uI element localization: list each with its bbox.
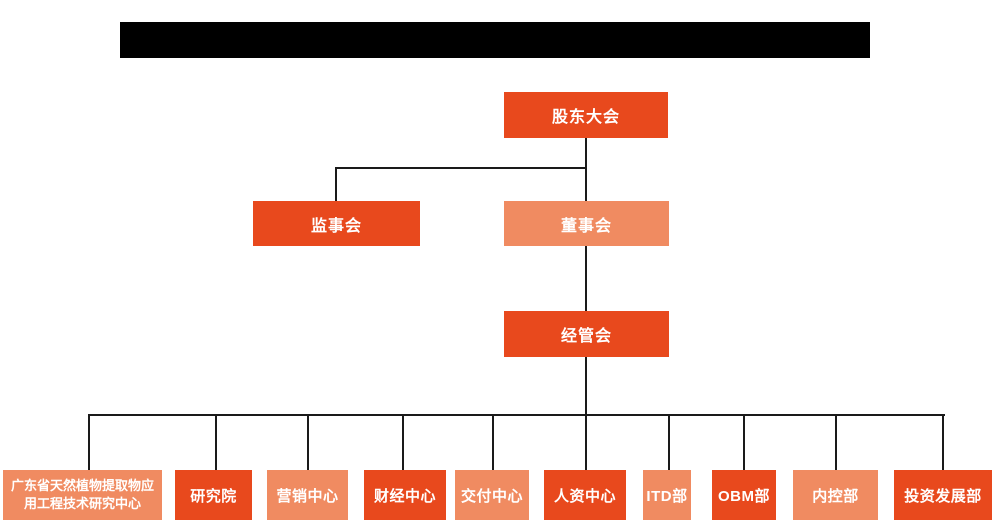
connector-board-to-management xyxy=(585,246,587,312)
connector-drop-9 xyxy=(835,414,837,470)
connector-branch-horizontal xyxy=(335,167,587,169)
connector-root-to-board xyxy=(585,138,587,202)
connector-drop-7 xyxy=(668,414,670,470)
org-node-department-marketing-center: 营销中心 xyxy=(267,470,348,520)
org-node-department-obm: OBM部 xyxy=(712,470,776,520)
connector-drop-4 xyxy=(402,414,404,470)
connector-departments-horizontal xyxy=(88,414,945,416)
org-node-board-of-directors: 董事会 xyxy=(504,201,669,246)
connector-to-supervisory xyxy=(335,167,337,201)
connector-management-down xyxy=(585,357,587,415)
redacted-title-bar xyxy=(120,22,870,58)
connector-drop-3 xyxy=(307,414,309,470)
connector-drop-2 xyxy=(215,414,217,470)
org-node-supervisory-board: 监事会 xyxy=(253,201,420,246)
connector-drop-6 xyxy=(585,414,587,470)
org-node-shareholders-meeting: 股东大会 xyxy=(504,92,668,138)
org-node-management-committee: 经管会 xyxy=(504,311,669,357)
org-node-department-delivery-center: 交付中心 xyxy=(455,470,529,520)
org-node-department-research-institute: 研究院 xyxy=(175,470,252,520)
org-node-department-hr-center: 人资中心 xyxy=(544,470,626,520)
connector-drop-5 xyxy=(492,414,494,470)
org-node-department-finance-center: 财经中心 xyxy=(364,470,446,520)
connector-drop-8 xyxy=(743,414,745,470)
org-node-department-internal-control: 内控部 xyxy=(793,470,878,520)
org-node-department-investment-development: 投资发展部 xyxy=(894,470,992,520)
connector-drop-10 xyxy=(942,414,944,470)
org-node-department-research-center: 广东省天然植物提取物应用工程技术研究中心 xyxy=(3,470,162,520)
org-node-department-itd: ITD部 xyxy=(643,470,691,520)
connector-drop-1 xyxy=(88,414,90,470)
